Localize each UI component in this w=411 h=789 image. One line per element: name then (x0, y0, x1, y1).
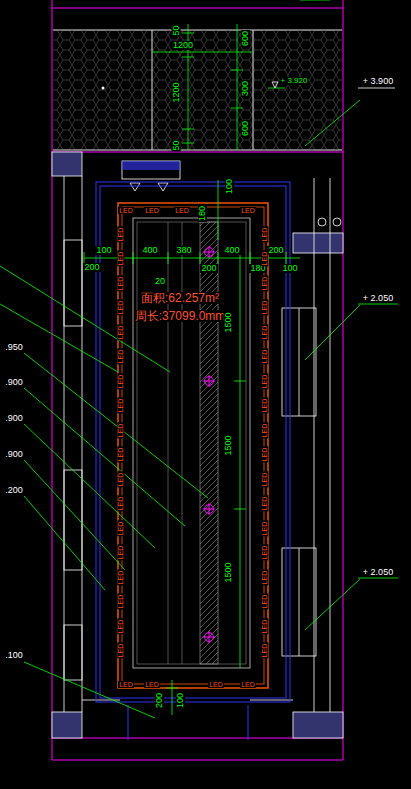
led-tag: LED (262, 251, 269, 267)
dimension: 50 (171, 24, 180, 36)
led-tag: LED (118, 349, 125, 365)
led-tag: LED (118, 422, 125, 438)
dimension: 300 (242, 79, 251, 96)
led-tag: LED (144, 681, 160, 688)
elevation-mark: .900 (4, 414, 24, 423)
dimension: 600 (242, 119, 251, 136)
led-tag: LED (262, 569, 269, 585)
led-tag: LED (118, 496, 125, 512)
led-tag: LED (208, 681, 224, 688)
dimension: 100 (177, 691, 186, 708)
dimension: 400 (141, 246, 158, 255)
led-tag: LED (118, 373, 125, 389)
led-tag: LED (174, 207, 190, 214)
dimension: 1500 (224, 434, 233, 456)
dimension: 50 (171, 139, 180, 151)
led-tag: LED (118, 207, 134, 214)
elevation-mark: + 3.900 (362, 77, 394, 86)
led-tag: LED (118, 643, 125, 659)
led-tag: LED (262, 594, 269, 610)
elevation-mark: .900 (4, 378, 24, 387)
led-tag: LED (118, 569, 125, 585)
led-tag: LED (118, 594, 125, 610)
led-tag: LED (118, 251, 125, 267)
dimension: 100 (95, 246, 112, 255)
led-tag: LED (262, 373, 269, 389)
dimension: 200 (200, 264, 217, 273)
led-tag: LED (118, 226, 125, 242)
dimension: 100 (226, 177, 235, 194)
dimension: 1500 (224, 561, 233, 583)
dimension: 200 (267, 246, 284, 255)
dimension: 20 (154, 277, 166, 286)
led-tag: LED (118, 471, 125, 487)
elevation-mark: + 2.050 (362, 568, 394, 577)
led-tag: LED (262, 471, 269, 487)
led-tag: LED (262, 324, 269, 340)
elevation-mark: .900 (4, 450, 24, 459)
area-note: 面积:62.257m² (140, 292, 220, 304)
led-tag: LED (118, 520, 125, 536)
led-tag: LED (144, 207, 160, 214)
led-tag: LED (118, 447, 125, 463)
dimension: 100 (281, 264, 298, 273)
led-tag: LED (262, 422, 269, 438)
led-tag: LED (262, 349, 269, 365)
led-tag: LED (262, 520, 269, 536)
dimension: 1500 (224, 311, 233, 333)
led-tag: LED (262, 545, 269, 561)
led-tag: LED (262, 226, 269, 242)
led-tag: LED (118, 545, 125, 561)
perimeter-note: 周长:37099.0mm (134, 310, 227, 322)
led-tag: LED (118, 398, 125, 414)
elevation-mark: .950 (4, 343, 24, 352)
led-tag: LED (118, 681, 134, 688)
dimension: 380 (175, 246, 192, 255)
led-tag: LED (262, 275, 269, 291)
led-tag: LED (240, 681, 256, 688)
led-tag: LED (118, 275, 125, 291)
led-tag: LED (262, 447, 269, 463)
dimension: 200 (83, 263, 100, 272)
led-tag: LED (118, 324, 125, 340)
elevation-mark: .100 (4, 651, 24, 660)
led-tag: LED (262, 496, 269, 512)
led-tag: LED (262, 398, 269, 414)
dimension: 400 (223, 246, 240, 255)
elevation-mark: + 3.920 (280, 77, 309, 85)
led-tag: LED (118, 618, 125, 634)
led-tag: LED (262, 300, 269, 316)
led-tag: LED (240, 207, 256, 214)
elevation-mark: + 2.050 (362, 294, 394, 303)
dimension: 180 (199, 204, 208, 221)
led-tag: LED (118, 300, 125, 316)
led-tag: LED (262, 643, 269, 659)
elevation-mark: .200 (4, 486, 24, 495)
led-tag: LED (262, 618, 269, 634)
dimension: 1200 (172, 41, 194, 50)
dimension: 600 (242, 29, 251, 46)
dimension: 200 (156, 691, 165, 708)
dimension: 1200 (172, 81, 181, 103)
